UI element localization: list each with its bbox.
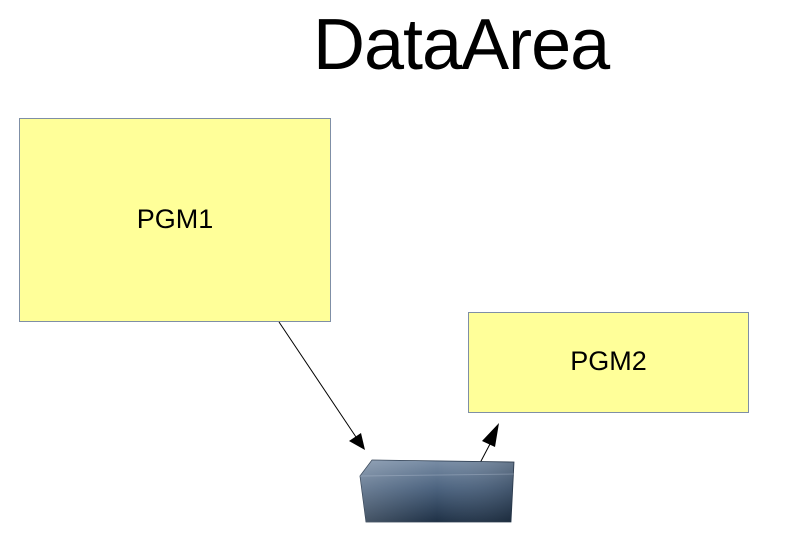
arrow-pgm1-to-store [278, 321, 365, 450]
pgm2-label: PGM2 [570, 346, 647, 376]
diagram-title: DataArea [313, 5, 610, 85]
arrow-store-to-pgm2 [479, 423, 499, 464]
data-area-store-shape[interactable] [359, 459, 515, 523]
pgm1-box[interactable]: PGM1 [19, 118, 331, 322]
pgm2-box[interactable]: PGM2 [468, 312, 749, 413]
pgm1-label: PGM1 [136, 203, 214, 234]
